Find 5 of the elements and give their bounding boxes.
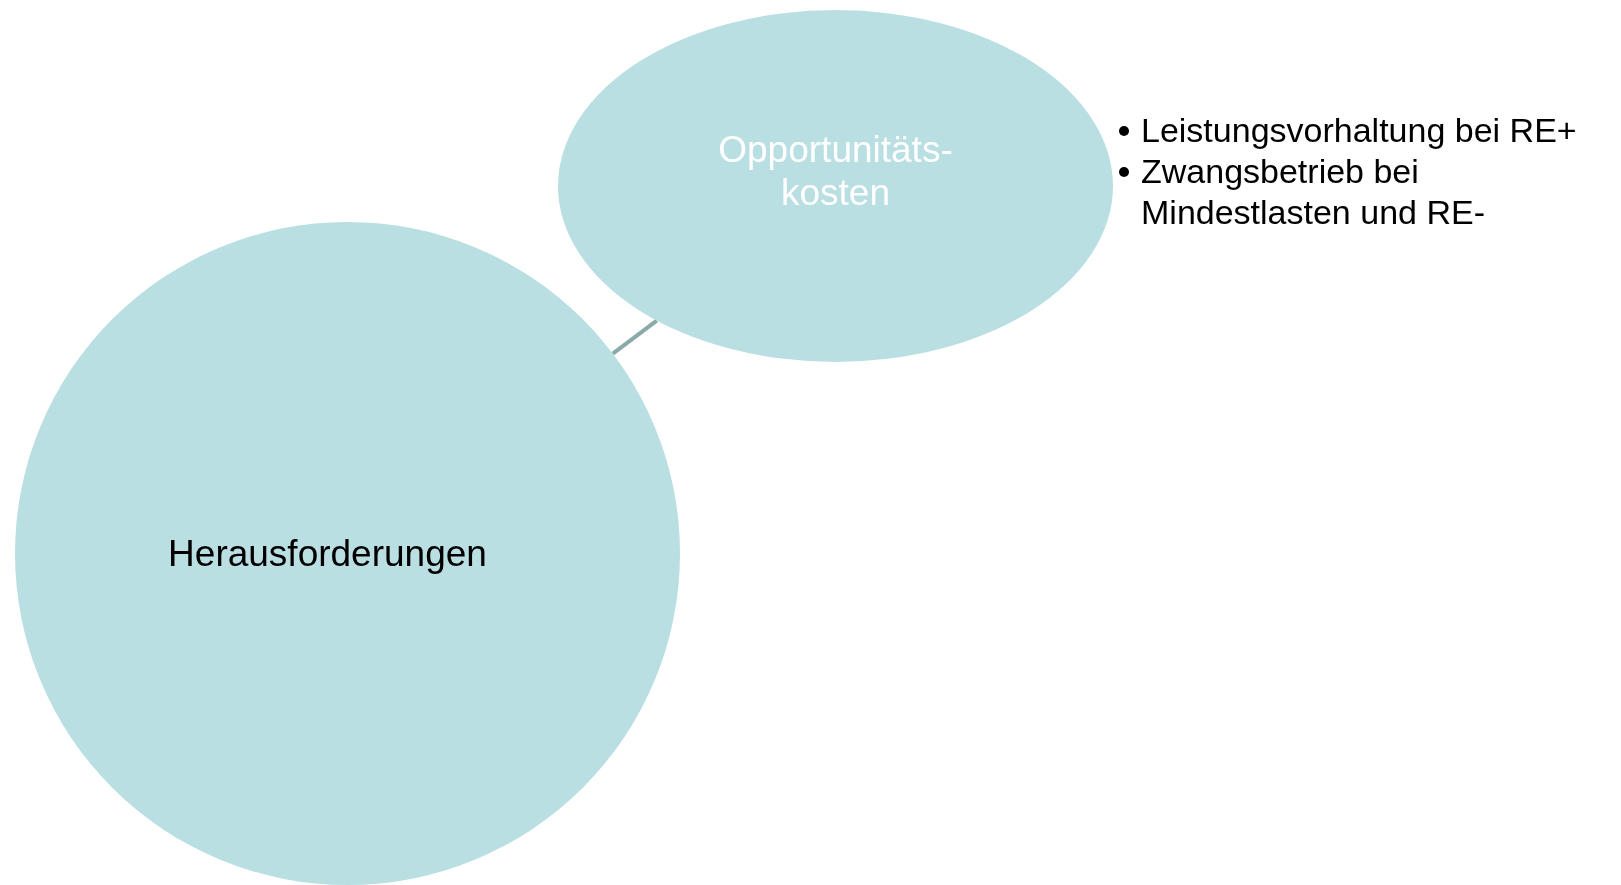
bullet-text: Leistungsvorhaltung bei RE+ xyxy=(1141,111,1577,149)
bullet-text: Zwangsbetrieb bei Mindestlasten und RE- xyxy=(1141,152,1485,231)
node-label: Herausforderungen xyxy=(168,532,487,575)
connector-line xyxy=(611,319,658,356)
node-label: Opportunitäts- kosten xyxy=(717,128,954,214)
